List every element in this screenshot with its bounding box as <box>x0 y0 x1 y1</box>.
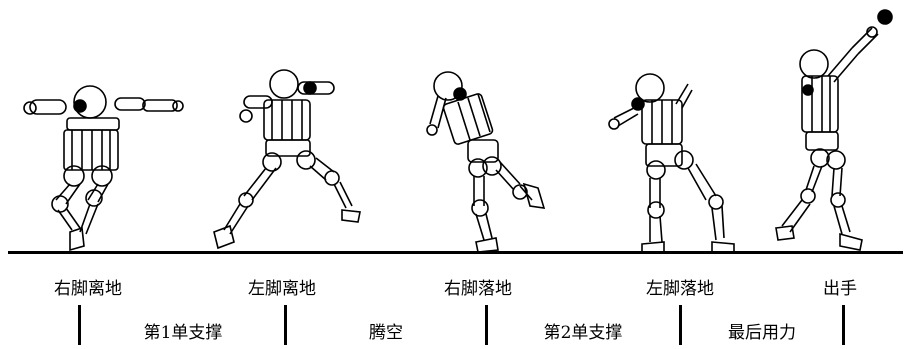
phase-label-2: 腾空 <box>369 323 403 343</box>
event-label-4: 左脚落地 <box>646 279 714 299</box>
phase-divider-5 <box>842 305 845 345</box>
ground-line <box>8 251 903 254</box>
event-label-3: 右脚落地 <box>444 279 512 299</box>
phase-label-3: 第2单支撑 <box>543 323 623 343</box>
phase-label-4: 最后用力 <box>728 323 796 343</box>
event-label-1: 右脚离地 <box>54 279 122 299</box>
thrower-figure-1 <box>23 85 184 252</box>
figures-layer <box>23 9 893 253</box>
thrower-figure-2 <box>213 69 361 250</box>
event-label-2: 左脚离地 <box>248 279 316 299</box>
thrower-figure-3 <box>426 71 546 253</box>
phase-divider-2 <box>284 305 287 345</box>
phase-divider-4 <box>679 305 682 345</box>
thrower-figure-5 <box>775 9 893 251</box>
phase-divider-1 <box>78 305 81 345</box>
thrower-figure-4 <box>608 73 735 253</box>
phase-label-1: 第1单支撑 <box>143 323 223 343</box>
event-label-5: 出手 <box>823 279 857 299</box>
phase-divider-3 <box>485 305 488 345</box>
shot-ball <box>877 9 893 25</box>
